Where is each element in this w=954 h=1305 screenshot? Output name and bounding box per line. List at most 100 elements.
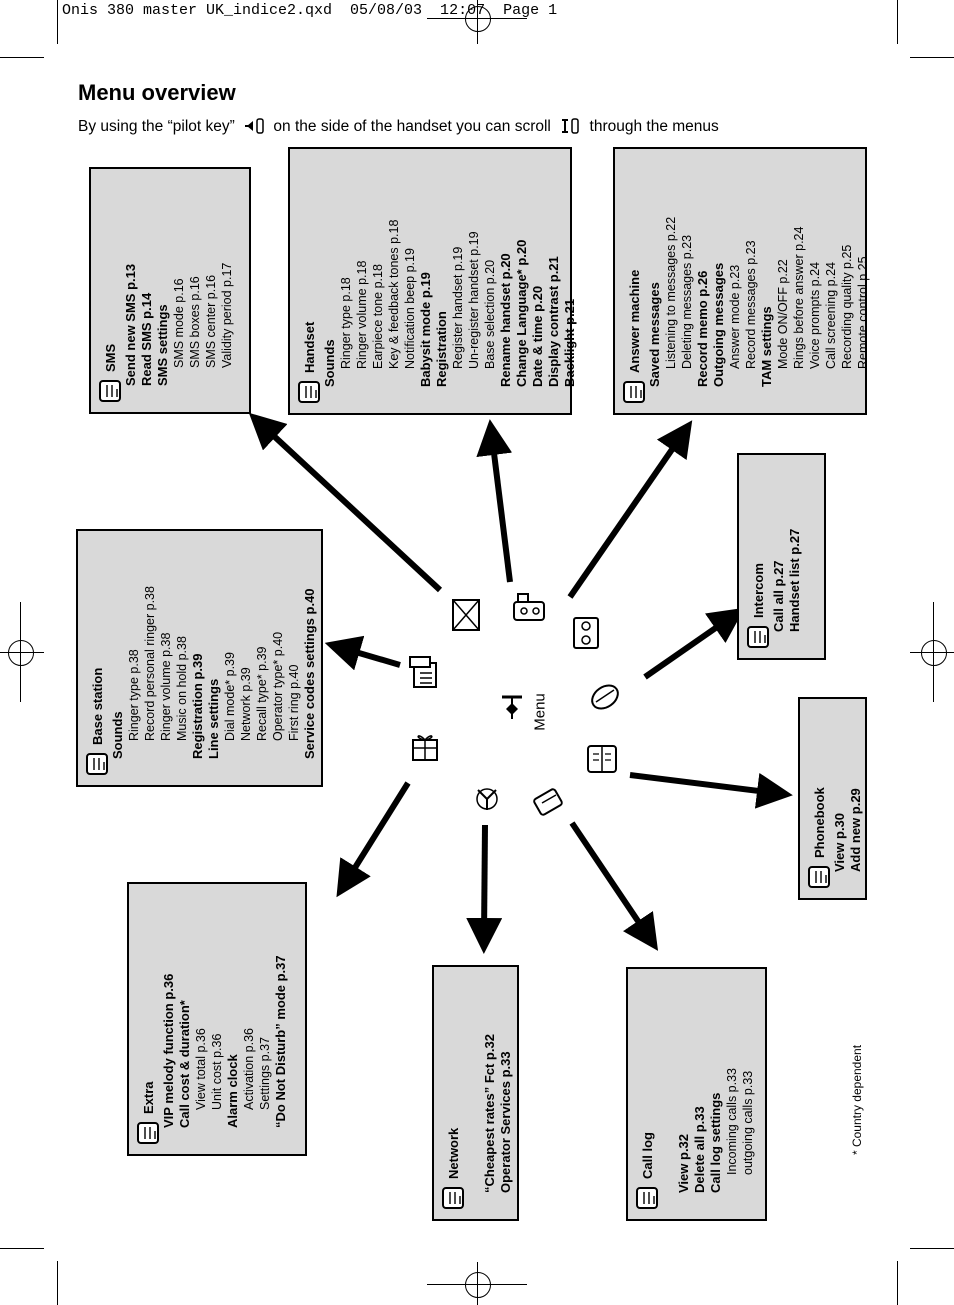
menu-item: Ringer volume p.38 xyxy=(159,632,173,741)
menu-item: Voice prompts p.24 xyxy=(808,261,822,369)
box-title: Answer machine xyxy=(626,269,642,373)
pilot-key-icon xyxy=(245,118,264,134)
registration-mark xyxy=(477,1262,478,1305)
crop-mark xyxy=(910,57,954,58)
menu-item: Unit cost p.36 xyxy=(210,1033,224,1110)
menu-item: Key & feedback tones p.18 xyxy=(387,219,401,369)
menu-item: Operator type* p.40 xyxy=(271,631,285,741)
arrow-base xyxy=(324,635,401,671)
calllog-icon xyxy=(636,1187,658,1209)
box-header: Handset xyxy=(296,157,322,405)
arrow-network xyxy=(466,824,503,954)
menu-item: SMS center p.16 xyxy=(204,274,218,368)
menu-item: Sounds xyxy=(110,711,125,759)
menu-item: Saved messages xyxy=(647,282,662,387)
box-title: Base station xyxy=(89,667,105,745)
menu-item: Ringer type p.18 xyxy=(339,277,353,369)
menu-item: Register handset p.19 xyxy=(451,246,465,369)
menu-item: Record personal ringer p.38 xyxy=(143,586,157,741)
box-title: Extra xyxy=(140,1081,156,1114)
menu-item: Un-register handset p.19 xyxy=(467,231,481,369)
menu-item: Deleting messages p.23 xyxy=(680,234,694,369)
menu-item: Alarm clock xyxy=(225,1054,240,1128)
menu-item: Call all p.27 xyxy=(771,560,786,632)
menu-label: Menu xyxy=(531,693,549,731)
intro-after: through the menus xyxy=(589,118,719,135)
menu-item: Music on hold p.38 xyxy=(175,636,189,741)
menu-item: Add new p.29 xyxy=(848,788,863,872)
menu-item: Notification beep p.19 xyxy=(403,248,417,369)
menu-item: Backlight p.21 xyxy=(562,298,577,387)
menu-item: Operator Services p.33 xyxy=(498,1051,513,1193)
box-header: Call log xyxy=(634,977,660,1211)
menu-item: Registration p.39 xyxy=(190,653,205,759)
menu-item: Outgoing messages xyxy=(711,262,726,387)
menu-item: TAM settings xyxy=(759,306,774,387)
menu-item: Registration xyxy=(434,311,449,387)
registration-mark xyxy=(910,652,954,653)
menu-item: View total p.36 xyxy=(194,1028,208,1110)
envelope-icon xyxy=(99,380,121,402)
registration-mark xyxy=(0,652,44,653)
network-icon xyxy=(442,1187,464,1209)
arrow-phonebook xyxy=(629,772,793,809)
menu-item: View p.32 xyxy=(676,1133,691,1193)
menu-item xyxy=(660,977,676,1211)
menu-item: Call log settings xyxy=(708,1092,723,1193)
registration-mark xyxy=(8,640,34,666)
registration-mark xyxy=(465,1272,491,1298)
menu-item: Sounds xyxy=(322,339,337,387)
registration-mark xyxy=(933,602,934,702)
box-header: Network xyxy=(440,975,466,1211)
arrow-sms xyxy=(248,412,443,593)
center-key-icon xyxy=(502,695,522,719)
box-header: SMS xyxy=(97,177,123,404)
arrow-handset xyxy=(476,419,513,583)
registration-mark xyxy=(465,6,491,32)
scroll-key-icon xyxy=(562,118,579,134)
menu-item: Record memo p.26 xyxy=(695,270,710,387)
registration-mark xyxy=(20,602,21,702)
menu-item: Read SMS p.14 xyxy=(139,292,154,386)
menu-item: Listening to messages p.22 xyxy=(664,216,678,369)
tape-icon xyxy=(573,617,599,649)
calllog-icon xyxy=(533,788,563,816)
menu-item: Delete all p.33 xyxy=(692,1106,707,1193)
menu-item: Recall type* p.39 xyxy=(255,646,269,741)
box-title: Network xyxy=(445,1127,461,1179)
menu-item: Answer mode p.23 xyxy=(728,264,742,369)
gift-icon xyxy=(412,735,438,761)
phonebook-icon xyxy=(587,745,617,773)
menu-item: Dial mode* p.39 xyxy=(223,652,237,741)
menu-item: Ringer type p.38 xyxy=(127,649,141,741)
menu-item: Send new SMS p.13 xyxy=(123,263,138,386)
envelope-icon xyxy=(452,599,480,631)
crop-mark xyxy=(897,1261,898,1305)
box-header: Extra xyxy=(135,892,161,1146)
menu-item: Network p.39 xyxy=(239,667,253,741)
crop-mark xyxy=(897,0,898,44)
crop-mark xyxy=(0,1248,44,1249)
menu-item: SMS boxes p.16 xyxy=(188,276,202,368)
menu-item: Validity period p.17 xyxy=(220,262,234,368)
menu-item: View p.30 xyxy=(832,812,847,872)
footnote: * Country dependent xyxy=(850,1044,864,1156)
menu-item: Display contrast p.21 xyxy=(546,256,561,387)
menu-item: Incoming calls p.33 xyxy=(725,1067,739,1175)
menu-item: Call cost & duration* xyxy=(177,1000,192,1128)
crop-mark xyxy=(57,0,58,44)
menu-item: Change Language* p.20 xyxy=(514,239,529,387)
box-title: Intercom xyxy=(750,563,766,618)
box-header: Base station xyxy=(84,539,110,777)
